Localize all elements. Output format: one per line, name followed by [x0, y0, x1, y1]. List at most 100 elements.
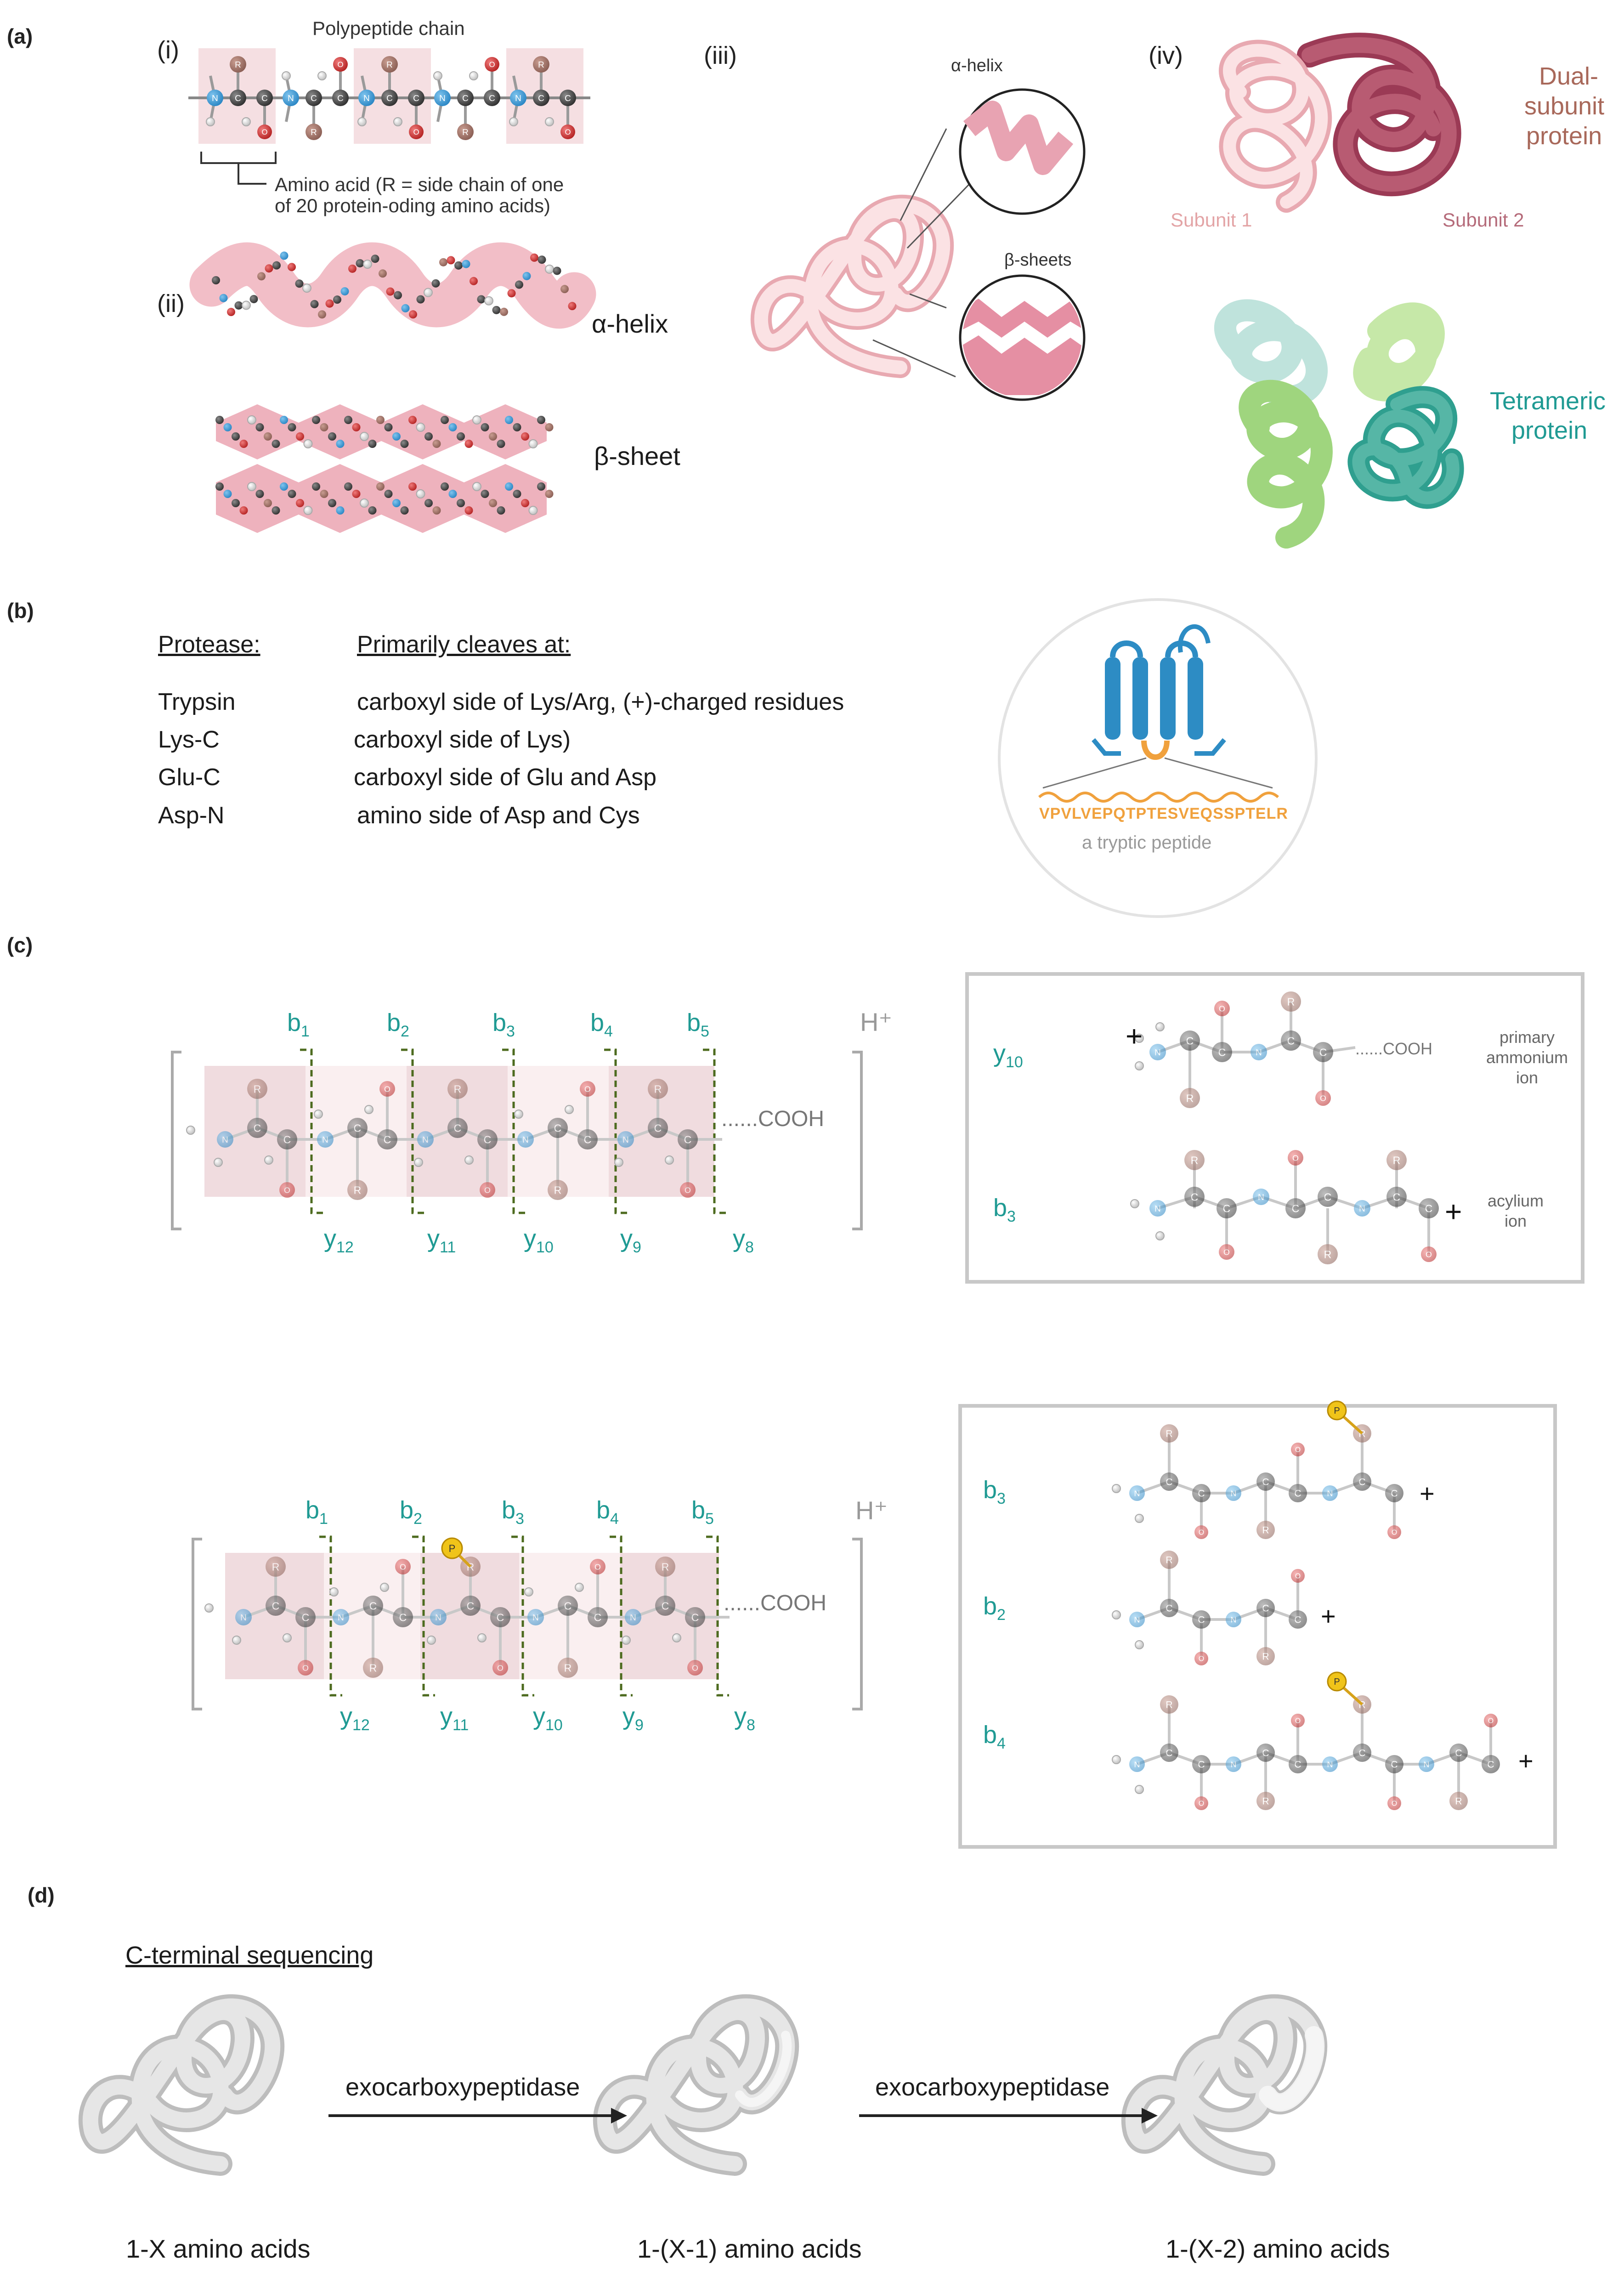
- atom-letter: C: [1191, 1191, 1199, 1203]
- atom-h: [1155, 1022, 1165, 1031]
- atom-o: O: [687, 1660, 703, 1676]
- atom-letter: N: [532, 1613, 539, 1623]
- atom-letter: O: [1295, 1446, 1301, 1454]
- top-box-y10-label: y10: [993, 1040, 1023, 1071]
- atom-o: O: [1484, 1714, 1498, 1727]
- atom-letter: O: [302, 1663, 309, 1672]
- atom-letter: C: [1287, 1035, 1295, 1047]
- atom-r: [545, 490, 554, 498]
- atom-c: C: [1217, 1198, 1237, 1218]
- atom-letter: O: [565, 128, 571, 136]
- atom-letter: O: [413, 128, 419, 136]
- atom-o: O: [379, 1081, 395, 1097]
- atom-c: [288, 423, 296, 431]
- atom-h: [283, 1633, 292, 1642]
- primary-ammonium-label: primary ammonium ion: [1486, 1028, 1568, 1087]
- atom-o: O: [1219, 1244, 1234, 1260]
- b-ion-label: b5: [691, 1496, 714, 1528]
- atom-n: N: [625, 1609, 641, 1625]
- atom-r: R: [1256, 1521, 1275, 1539]
- dual-subunit-line1: Dual-: [1539, 62, 1599, 90]
- c-terminal-sequencing-graphic: [78, 1994, 1328, 2176]
- atom-r: [545, 423, 554, 431]
- atom-c: C: [1385, 1755, 1403, 1773]
- atom-n: N: [1149, 1044, 1166, 1060]
- atom-letter: O: [484, 1185, 491, 1195]
- atom-h: [282, 71, 291, 80]
- atom-c: [288, 490, 296, 498]
- atom-letter: C: [254, 1122, 261, 1134]
- atom-c: [344, 482, 352, 491]
- atom-c: C: [347, 1118, 368, 1138]
- atom-h: [545, 264, 554, 274]
- atom-n: N: [1354, 1200, 1370, 1217]
- atom-n: N: [1129, 1756, 1145, 1772]
- atom-r: R: [1256, 1792, 1275, 1810]
- atom-letter: C: [1186, 1035, 1194, 1047]
- atom-r: [432, 506, 441, 515]
- atom-letter: C: [311, 94, 317, 103]
- beta-sheets-zoom-label: β-sheets: [1004, 250, 1072, 270]
- cleavage-line: [703, 1048, 726, 1214]
- atom-r: R: [648, 1079, 668, 1099]
- atom-c: [232, 499, 240, 507]
- atom-n: N: [1226, 1756, 1241, 1772]
- atom-o: [521, 432, 529, 441]
- atom-n: N: [358, 90, 375, 106]
- atom-h: [514, 1110, 523, 1119]
- atom-h: [414, 1158, 423, 1167]
- atom-n: N: [1129, 1612, 1145, 1627]
- atom-letter: C: [554, 1122, 562, 1134]
- atom-letter: N: [522, 1135, 529, 1145]
- b-ion-label: b4: [590, 1009, 613, 1040]
- atom-o: O: [298, 1660, 313, 1676]
- top-box-cooh: ......COOH: [1355, 1039, 1433, 1058]
- atom-o: O: [257, 125, 272, 139]
- atom-c: C: [1281, 1030, 1301, 1051]
- phospho-group: P: [1327, 1671, 1347, 1692]
- atom-c: [513, 423, 521, 431]
- atom-n: N: [1149, 1200, 1166, 1217]
- atom-c: C: [306, 90, 322, 106]
- atom-c: [477, 295, 486, 304]
- atom-letter: C: [354, 1122, 362, 1134]
- atom-letter: R: [1186, 1092, 1194, 1104]
- atom-r: R: [381, 56, 398, 73]
- atom-letter: N: [1256, 1048, 1262, 1058]
- atom-r: [264, 499, 272, 507]
- cleavage-line: [502, 1048, 525, 1214]
- atom-h: [1112, 1484, 1121, 1493]
- atom-n: N: [617, 1131, 634, 1148]
- atom-letter: C: [654, 1122, 662, 1134]
- subunit-1-label: Subunit 1: [1171, 209, 1252, 231]
- atom-n: N: [1322, 1756, 1338, 1772]
- tetrameric-protein: [1214, 299, 1464, 549]
- peptide-caption: a tryptic peptide: [1082, 832, 1212, 853]
- atom-letter: C: [662, 1600, 669, 1612]
- atom-n: N: [1251, 1044, 1267, 1060]
- atom-letter: R: [1262, 1796, 1269, 1807]
- atom-letter: N: [1359, 1204, 1365, 1214]
- atom-o: O: [492, 1660, 508, 1676]
- atom-n: [505, 416, 513, 424]
- atom-letter: C: [1391, 1489, 1398, 1499]
- atom-n: N: [430, 1609, 447, 1625]
- atom-h: [665, 1155, 674, 1165]
- stage-label-1: 1-X amino acids: [126, 2234, 311, 2263]
- atom-letter: N: [1424, 1760, 1430, 1769]
- atom-c: C: [1184, 1187, 1205, 1207]
- atom-letter: C: [1391, 1760, 1398, 1770]
- atom-letter: R: [354, 1184, 362, 1196]
- atom-c: C: [1256, 1744, 1275, 1762]
- atom-n: N: [283, 90, 299, 106]
- subunit-2-label: Subunit 2: [1443, 209, 1524, 231]
- atom-o: [568, 302, 577, 311]
- panel-d-letter: (d): [28, 1883, 55, 1907]
- atom-letter: N: [1327, 1489, 1333, 1498]
- atom-c: [255, 490, 264, 498]
- y-ion-label: y10: [533, 1703, 563, 1734]
- atom-c: [312, 416, 320, 424]
- atom-letter: N: [439, 94, 446, 103]
- atom-letter: O: [1292, 1153, 1299, 1162]
